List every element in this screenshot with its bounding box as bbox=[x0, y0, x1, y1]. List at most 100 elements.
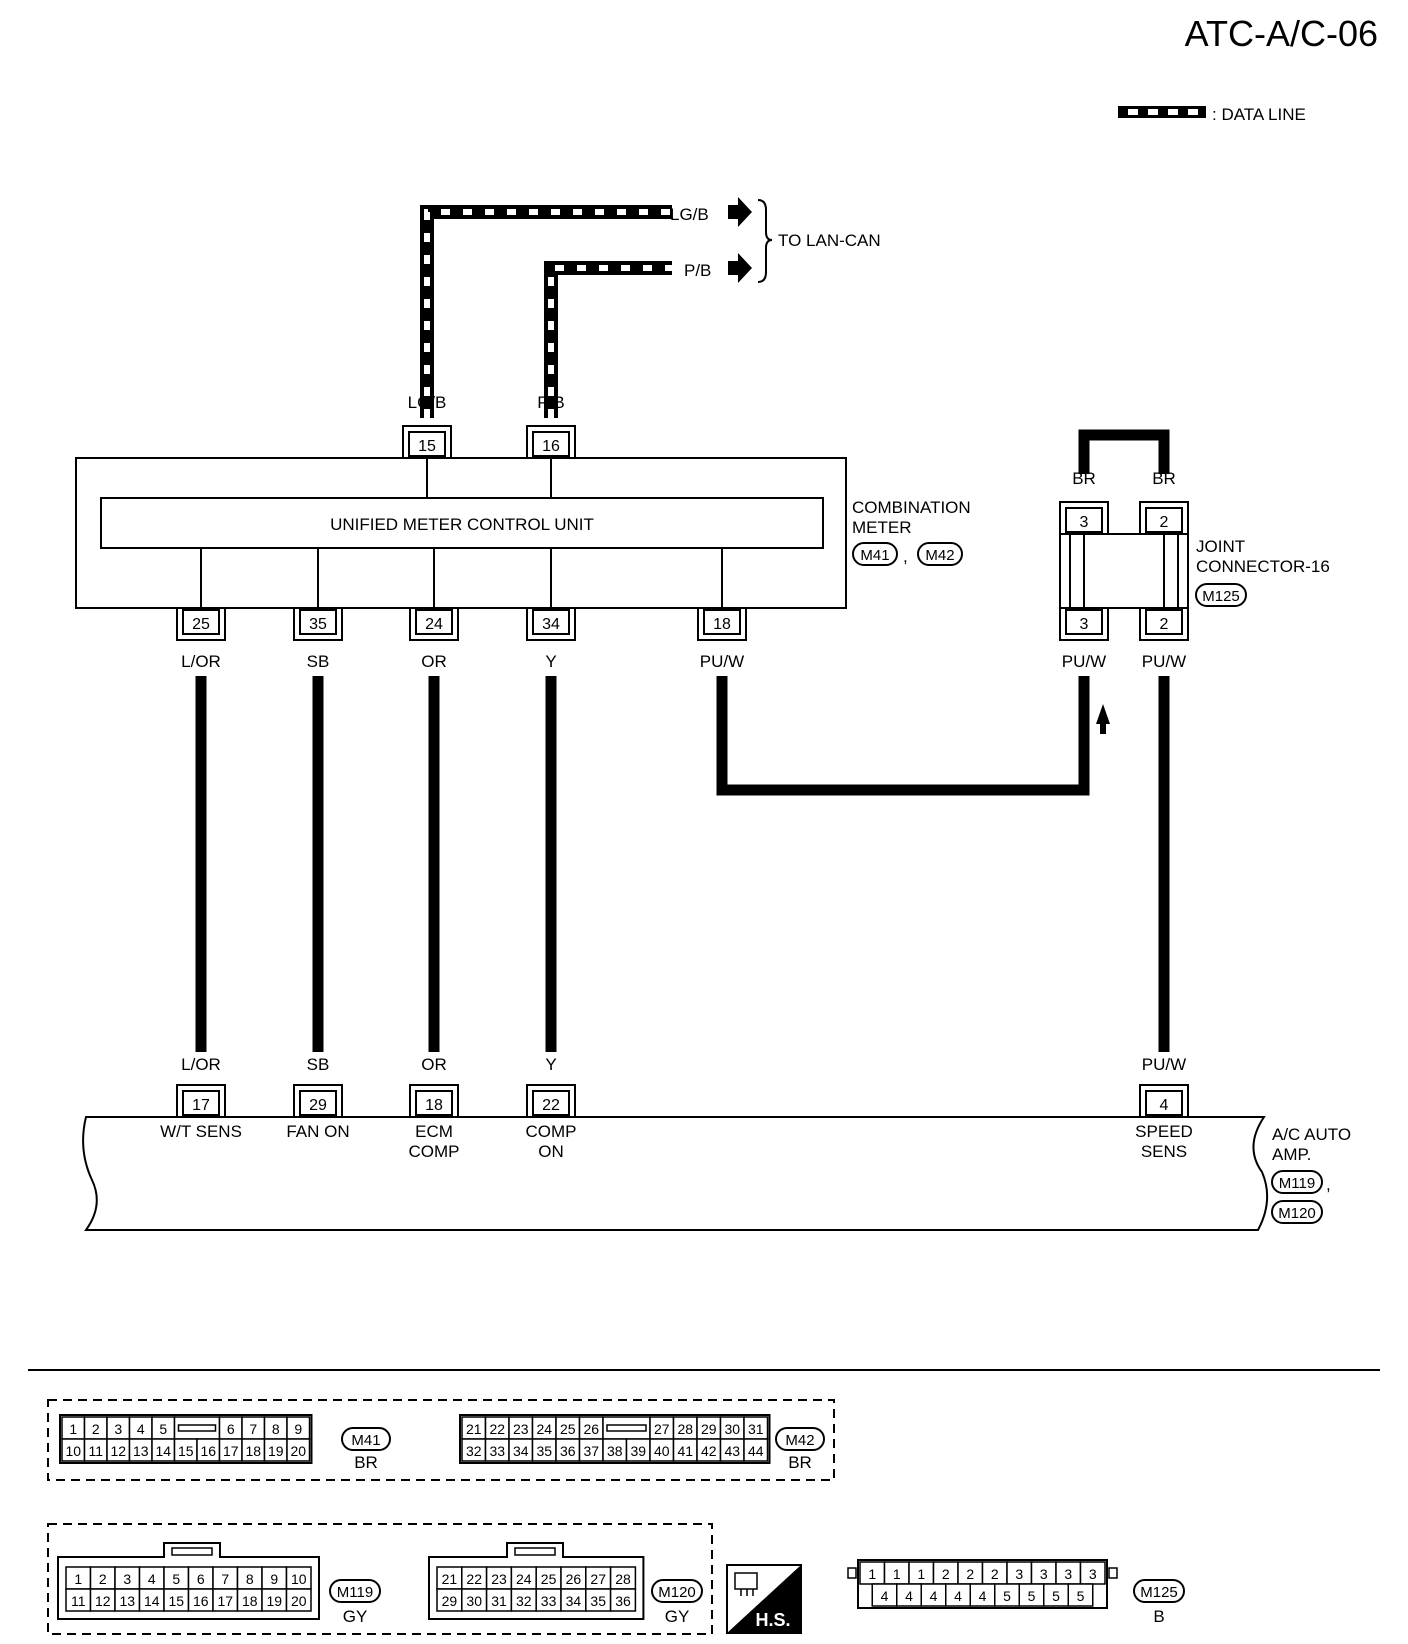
data-line-legend: : DATA LINE bbox=[1118, 105, 1306, 124]
amp-pin-4: PU/W 4 SPEED SENS bbox=[1135, 1055, 1193, 1161]
brace-icon bbox=[757, 199, 773, 283]
m119-cavity-number: 8 bbox=[246, 1571, 254, 1587]
m119-cavity-number: 19 bbox=[266, 1593, 282, 1609]
joint-connector: BR BR 3 2 3 2 PU/W PU/W JOINT CONNECTOR-… bbox=[1059, 469, 1330, 671]
arrow-up-icon bbox=[1096, 704, 1110, 734]
m41-cavity-number: 9 bbox=[294, 1421, 302, 1437]
m120-cavity-number: 36 bbox=[615, 1593, 631, 1609]
amp-conn-b: M120 bbox=[1278, 1205, 1316, 1222]
m125-id: M125 bbox=[1140, 1584, 1178, 1601]
m120-cavity-number: 25 bbox=[541, 1571, 557, 1587]
m41-cavity-number: 15 bbox=[178, 1443, 194, 1459]
amp-pin-func2: ON bbox=[538, 1142, 564, 1161]
m41-color: BR bbox=[354, 1453, 378, 1472]
m41-cavity-number: 13 bbox=[133, 1443, 149, 1459]
joint-top-pin: 2 bbox=[1160, 514, 1169, 531]
m120-cavity-number: 24 bbox=[516, 1571, 532, 1587]
amp-pin-color: L/OR bbox=[181, 1055, 221, 1074]
m119-cavity-number: 17 bbox=[217, 1593, 233, 1609]
amp-pin-func: ECM bbox=[415, 1122, 453, 1141]
meter-bottom-color: L/OR bbox=[181, 652, 221, 671]
m119-cavity-number: 14 bbox=[144, 1593, 160, 1609]
meter-name-line1: COMBINATION bbox=[852, 498, 971, 517]
m42-cavity-number: 38 bbox=[607, 1443, 623, 1459]
lan-wire2-color: P/B bbox=[684, 261, 711, 280]
m125-cavity-number: 5 bbox=[1077, 1588, 1085, 1604]
meter-bottom-pin: 18 bbox=[713, 616, 731, 633]
hs-badge: H.S. bbox=[726, 1564, 802, 1634]
amp-pin-color: SB bbox=[307, 1055, 330, 1074]
m120-id: M120 bbox=[658, 1584, 696, 1601]
m120-cavity-number: 21 bbox=[442, 1571, 458, 1587]
m41-cavity-number: 11 bbox=[88, 1443, 103, 1459]
amp-pin-number: 4 bbox=[1160, 1097, 1169, 1114]
m41-cavity-number: 14 bbox=[155, 1443, 171, 1459]
m41-cavity-number: 1 bbox=[69, 1421, 77, 1437]
amp-name-line2: AMP. bbox=[1272, 1145, 1311, 1164]
meter-pin-25: 25 L/OR bbox=[176, 608, 226, 671]
m125-cavity-number: 3 bbox=[1040, 1566, 1048, 1582]
amp-pin-color: OR bbox=[421, 1055, 447, 1074]
m42-cavity-number: 40 bbox=[654, 1443, 670, 1459]
m41-cavity-number: 6 bbox=[227, 1421, 235, 1437]
m119-cavity-number: 16 bbox=[193, 1593, 209, 1609]
amp-pin-number: 17 bbox=[192, 1097, 210, 1114]
amp-pin-func2: COMP bbox=[409, 1142, 460, 1161]
m42-cavity-number: 35 bbox=[536, 1443, 552, 1459]
m42-cavity-number: 25 bbox=[560, 1421, 576, 1437]
m120-color: GY bbox=[665, 1607, 690, 1626]
amp-pin-func: W/T SENS bbox=[160, 1122, 242, 1141]
amp-name-line1: A/C AUTO bbox=[1272, 1125, 1351, 1144]
joint-bottom-pin: 3 bbox=[1080, 616, 1089, 633]
meter-pin-24: 24 OR bbox=[409, 608, 459, 671]
m42-cavity-number: 22 bbox=[489, 1421, 505, 1437]
connector-labels: M41 BR M42 BR M119 GY M120 GY M125 B bbox=[329, 1427, 1185, 1626]
meter-bottom-pins: 25 L/OR 35 SB 24 OR 34 Y 18 PU/W bbox=[176, 608, 747, 671]
joint-top-color: BR bbox=[1152, 469, 1176, 488]
amp-pin-29: SB 29 FAN ON bbox=[286, 1055, 349, 1141]
m42-cavity-number: 32 bbox=[466, 1443, 482, 1459]
amp-pin-number: 18 bbox=[425, 1097, 443, 1114]
amp-pin-17: L/OR 17 W/T SENS bbox=[160, 1055, 242, 1141]
m119-cavity-number: 9 bbox=[270, 1571, 278, 1587]
legend-label: : DATA LINE bbox=[1212, 105, 1306, 124]
amp-pin-22: Y 22 COMP ON bbox=[526, 1055, 577, 1161]
m119-cell bbox=[285, 1588, 312, 1612]
m125-cavity-number: 2 bbox=[942, 1566, 950, 1582]
ac-auto-amp: A/C AUTO AMP. M119 , M120 L/OR 17 W/T SE… bbox=[82, 1055, 1351, 1231]
m42-cavity-number: 34 bbox=[513, 1443, 529, 1459]
m120-cell bbox=[609, 1588, 637, 1612]
m125-cavity-number: 3 bbox=[1089, 1566, 1097, 1582]
meter-bottom-color: OR bbox=[421, 652, 447, 671]
m42-cavity-number: 36 bbox=[560, 1443, 576, 1459]
m120-cavity-number: 30 bbox=[466, 1593, 482, 1609]
m120-cavity-number: 28 bbox=[615, 1571, 631, 1587]
latch-icon bbox=[177, 1424, 217, 1432]
meter-bottom-pin: 24 bbox=[425, 616, 443, 633]
m125-cavity-number: 1 bbox=[893, 1566, 901, 1582]
meter-conn-b: M42 bbox=[925, 547, 954, 564]
m119-cavity-number: 4 bbox=[148, 1571, 156, 1587]
m42-cavity-number: 23 bbox=[513, 1421, 529, 1437]
amp-pin-func2: SENS bbox=[1141, 1142, 1187, 1161]
m119-cavity-number: 6 bbox=[197, 1571, 205, 1587]
m42-cavity-number: 28 bbox=[677, 1421, 693, 1437]
combination-meter: UNIFIED METER CONTROL UNIT COMBINATION M… bbox=[75, 457, 971, 609]
m119-id: M119 bbox=[337, 1584, 373, 1601]
m41-cavity-number: 3 bbox=[114, 1421, 122, 1437]
m42-housing bbox=[459, 1414, 771, 1464]
m42-cavity-number: 29 bbox=[701, 1421, 717, 1437]
m119-cavity-number: 7 bbox=[221, 1571, 229, 1587]
m125-cavity-number: 4 bbox=[930, 1588, 938, 1604]
latch-icon bbox=[514, 1547, 556, 1556]
amp-pin-18: OR 18 ECM COMP bbox=[409, 1055, 460, 1161]
m41-id: M41 bbox=[351, 1432, 380, 1449]
amp-pin-number: 22 bbox=[542, 1097, 560, 1114]
amp-conn-a: M119 bbox=[1279, 1175, 1315, 1192]
m42-cavity-number: 43 bbox=[724, 1443, 740, 1459]
m41-cavity-number: 7 bbox=[249, 1421, 257, 1437]
m125-cavity-number: 4 bbox=[881, 1588, 889, 1604]
meter-pin-34: 34 Y bbox=[526, 608, 576, 671]
